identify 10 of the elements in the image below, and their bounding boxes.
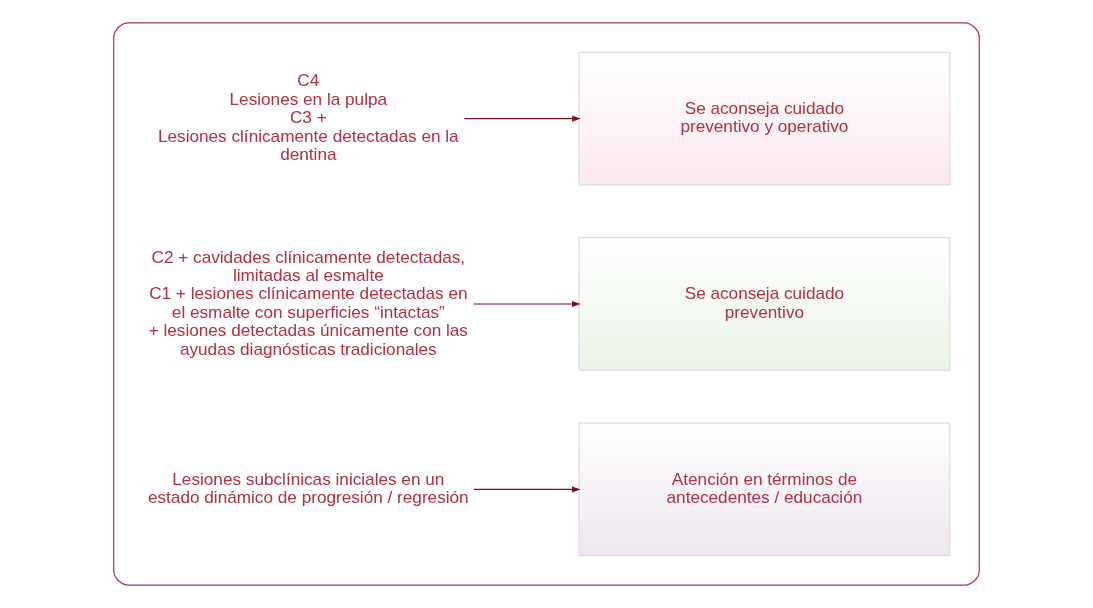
arrow <box>463 115 581 122</box>
arrow <box>473 486 581 493</box>
arrow <box>473 301 581 307</box>
node-text: Lesiones subclínicas iniciales en un estado dinámico de progresión / regresión <box>147 468 469 508</box>
node-box: Atención en términos de antecedentes / educación <box>578 422 951 557</box>
node-box: Se aconseja cuidado preventivo y operativo <box>578 51 951 186</box>
cluster <box>113 22 980 586</box>
node-text: C4 Lesiones en la pulpa C3 + Lesiones clínicamente detectadas en la dentina <box>157 70 459 164</box>
node-box: Se aconseja cuidado preventivo <box>578 237 951 371</box>
node-text: C2 + cavidades clínicamente detectadas, limitadas al esmalte C1 + lesiones clínicamente detectadas en el esmalte con superficies “intactas” + lesiones detectadas únicamente con las ayudas diagnósticas tradicionales <box>148 246 468 359</box>
